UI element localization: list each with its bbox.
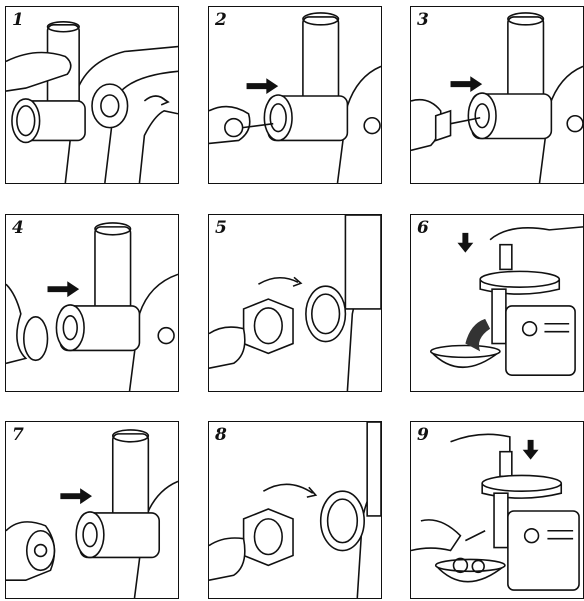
step-panel-6: 6 — [410, 214, 584, 392]
step-number-4: 4 — [12, 218, 24, 238]
step-panel-8: 8 — [208, 421, 382, 599]
step-number-1: 1 — [12, 10, 24, 30]
step-number-9: 9 — [417, 425, 429, 445]
step-panel-3: 3 — [410, 6, 584, 184]
step-9-illustration — [411, 422, 583, 598]
step-8-illustration — [209, 422, 381, 598]
step-number-3: 3 — [417, 10, 429, 30]
step-panel-5: 5 — [208, 214, 382, 392]
step-7-illustration — [6, 422, 178, 598]
step-3-illustration — [411, 7, 583, 183]
step-panel-1: 1 — [5, 6, 179, 184]
step-number-7: 7 — [12, 425, 24, 445]
step-number-2: 2 — [215, 10, 227, 30]
step-panel-9: 9 — [410, 421, 584, 599]
step-5-illustration — [209, 215, 381, 391]
step-6-illustration — [411, 215, 583, 391]
step-panel-2: 2 — [208, 6, 382, 184]
step-number-6: 6 — [417, 218, 429, 238]
step-4-illustration — [6, 215, 178, 391]
step-number-5: 5 — [215, 218, 227, 238]
step-1-illustration — [6, 7, 178, 183]
step-panel-7: 7 — [5, 421, 179, 599]
step-2-illustration — [209, 7, 381, 183]
step-panel-4: 4 — [5, 214, 179, 392]
step-number-8: 8 — [215, 425, 227, 445]
